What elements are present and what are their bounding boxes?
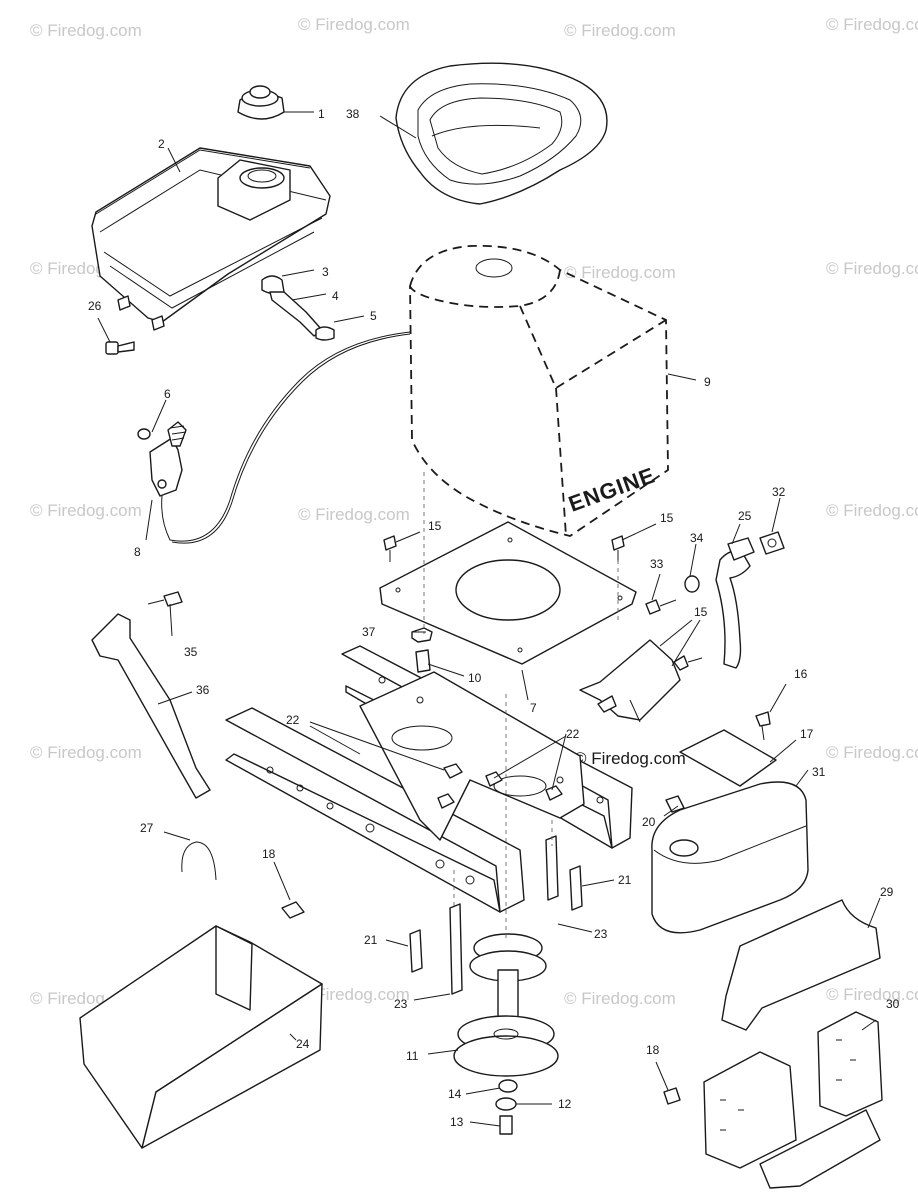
callout-30: 30: [886, 997, 900, 1011]
engine-outline: ENGINE: [409, 244, 669, 537]
screw: [105, 341, 135, 355]
callout-20: 20: [642, 815, 656, 829]
watermark: © Firedog.com: [298, 985, 410, 1004]
callout-24: 24: [296, 1037, 310, 1051]
watermark: © Firedog.com: [564, 989, 676, 1008]
muffler: [651, 781, 809, 934]
battery-tray: [79, 925, 323, 1149]
callout-33: 33: [650, 557, 664, 571]
bolt: [147, 591, 183, 607]
callout-4: 4: [332, 289, 339, 303]
callout-25: 25: [738, 509, 752, 523]
chassis-frame: [225, 645, 633, 913]
battery-clip: [181, 841, 217, 881]
callout-18: 18: [646, 1043, 660, 1057]
callout-12: 12: [558, 1097, 572, 1111]
callout-18: 18: [262, 847, 276, 861]
callout-34: 34: [690, 531, 704, 545]
engine-shroud: [395, 62, 608, 205]
callout-2: 2: [158, 137, 165, 151]
pulley-assembly: [453, 933, 559, 1077]
callout-3: 3: [322, 265, 329, 279]
callout-22: 22: [566, 727, 580, 741]
watermarks: © Firedog.com © Firedog.com © Firedog.co…: [30, 15, 918, 1008]
callout-9: 9: [704, 375, 711, 389]
callout-14: 14: [448, 1087, 462, 1101]
muffler-mount: [703, 1011, 883, 1189]
watermark: © Firedog.com: [564, 21, 676, 40]
throttle-control: [137, 421, 187, 497]
callout-8: 8: [134, 545, 141, 559]
throttle-cable: [161, 331, 411, 544]
callout-numbers: 1 2 3 4 5 6 7 8 9 10 11 12 13 14 15 15 1…: [88, 107, 900, 1129]
callout-37: 37: [362, 625, 376, 639]
callout-15: 15: [428, 519, 442, 533]
callout-23: 23: [394, 997, 408, 1011]
callout-32: 32: [772, 485, 786, 499]
side-bracket: [91, 613, 211, 799]
leader-lines: [97, 111, 881, 1127]
spacer: [411, 627, 433, 673]
callout-38: 38: [346, 107, 360, 121]
callout-6: 6: [164, 387, 171, 401]
mounting-plate: [379, 521, 637, 665]
callout-21: 21: [618, 873, 632, 887]
fuel-tank: [91, 147, 331, 331]
watermark: © Firedog.com: [30, 501, 142, 520]
callout-11: 11: [406, 1049, 419, 1063]
callout-31: 31: [812, 765, 826, 779]
callout-35: 35: [184, 645, 198, 659]
pulley-hardware: [495, 1079, 518, 1135]
callout-26: 26: [88, 299, 102, 313]
long-bolts: [409, 835, 583, 995]
screws: [281, 901, 681, 1105]
callout-7: 7: [530, 701, 537, 715]
engine-label: ENGINE: [565, 462, 658, 516]
watermark: © Firedog.com: [298, 505, 410, 524]
callout-23: 23: [594, 927, 608, 941]
bolts: [383, 535, 703, 671]
callout-17: 17: [800, 727, 814, 741]
callout-16: 16: [794, 667, 808, 681]
watermark: © Firedog.com: [826, 743, 918, 762]
heat-shield: [721, 899, 881, 1031]
muffler-bracket: [579, 639, 681, 721]
callout-5: 5: [370, 309, 377, 323]
callout-15: 15: [694, 605, 708, 619]
watermark: © Firedog.com: [298, 15, 410, 34]
watermark: © Firedog.com: [826, 15, 918, 34]
callout-21: 21: [364, 933, 378, 947]
fuel-cap: [237, 85, 285, 120]
watermark: © Firedog.com: [30, 743, 142, 762]
callout-1: 1: [318, 107, 325, 121]
gasket: [645, 531, 785, 615]
watermark: © Firedog.com: [826, 501, 918, 520]
callout-15: 15: [660, 511, 674, 525]
watermark: © Firedog.com: [574, 749, 686, 768]
watermark: © Firedog.com: [826, 985, 918, 1004]
callout-29: 29: [880, 885, 894, 899]
exhaust-pipe: [715, 537, 755, 669]
callout-13: 13: [450, 1115, 464, 1129]
watermark: © Firedog.com: [564, 263, 676, 282]
watermark: © Firedog.com: [826, 259, 918, 278]
muffler-shield: [679, 711, 777, 787]
fuel-line: [261, 275, 335, 341]
callout-22: 22: [286, 713, 300, 727]
watermark: © Firedog.com: [30, 21, 142, 40]
callout-36: 36: [196, 683, 210, 697]
guide-lines: [423, 472, 619, 940]
callout-10: 10: [468, 671, 482, 685]
callout-27: 27: [140, 821, 154, 835]
